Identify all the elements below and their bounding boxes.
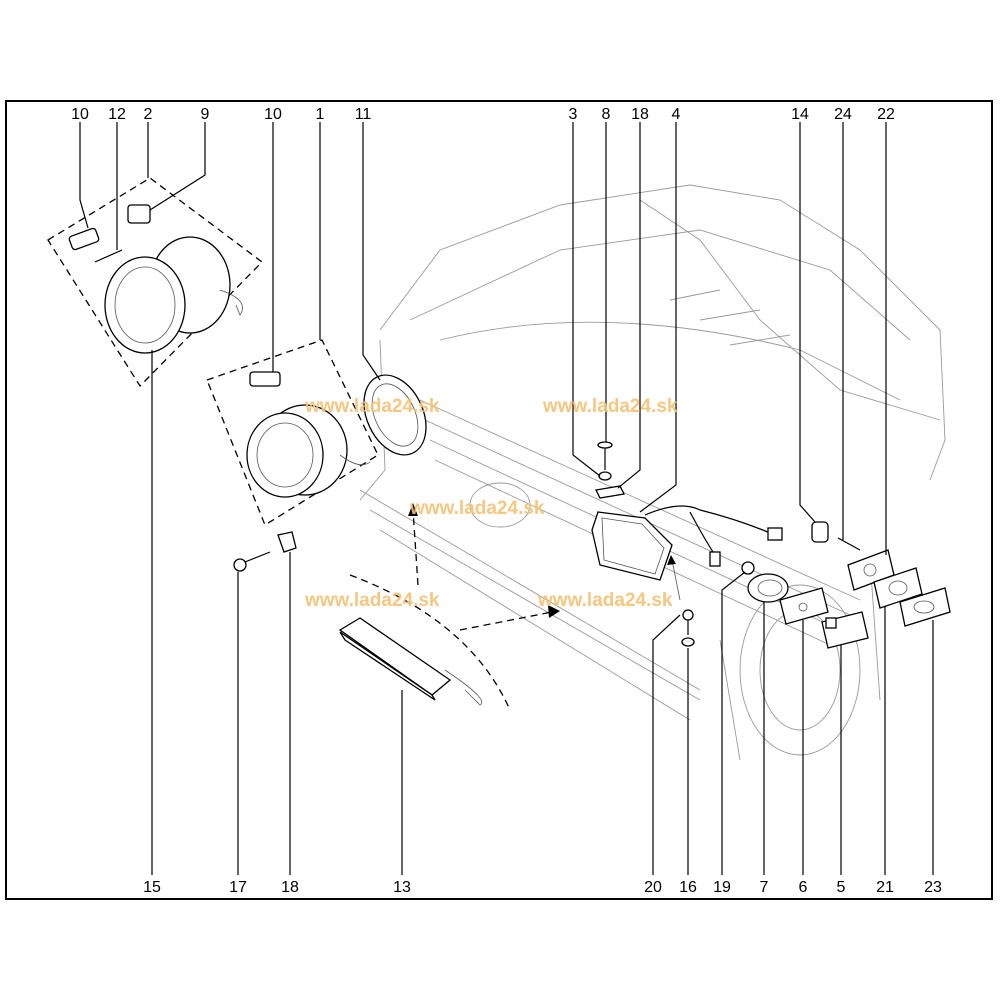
side-lamp-4 — [591, 505, 783, 581]
cover-23 — [899, 587, 951, 627]
leader-lines — [79, 122, 934, 875]
watermark: www.lada24.sk — [537, 590, 673, 611]
bolt-16 — [681, 609, 695, 647]
bolt-24 — [837, 537, 861, 551]
callout-label: 15 — [143, 879, 161, 896]
headlamp-15 — [104, 236, 243, 354]
callout-label: 12 — [108, 106, 126, 123]
housing-21 — [873, 567, 923, 609]
callout-label: 2 — [144, 106, 153, 123]
watermark: www.lada24.sk — [304, 590, 440, 611]
callout-label: 13 — [393, 879, 411, 896]
callout-label: 23 — [924, 879, 942, 896]
callout-label: 11 — [355, 106, 372, 123]
callout-label: 18 — [631, 106, 649, 123]
screw-17 — [233, 551, 271, 572]
callout-label: 24 — [834, 106, 852, 123]
bulb-9 — [127, 204, 151, 224]
assembly-arrows — [408, 503, 681, 631]
callout-label: 16 — [679, 879, 697, 896]
callout-label: 9 — [201, 106, 210, 123]
callout-label: 22 — [877, 106, 895, 123]
bulb-10-left — [68, 227, 100, 251]
callout-label: 6 — [799, 879, 808, 896]
callout-label: 4 — [672, 106, 681, 123]
callout-label: 14 — [791, 106, 809, 123]
callout-label: 20 — [644, 879, 662, 896]
callout-label: 1 — [316, 106, 325, 123]
fog-lamp-13 — [338, 574, 511, 711]
group-box-1 — [206, 339, 379, 526]
watermark: www.lada24.sk — [409, 498, 545, 519]
diagram-frame — [5, 100, 993, 900]
headlamp-1 — [246, 371, 371, 498]
callout-label: 21 — [876, 879, 894, 896]
spring-12 — [94, 249, 123, 263]
callout-label: 7 — [760, 879, 769, 896]
gasket-6 — [779, 587, 829, 625]
watermark: www.lada24.sk — [542, 396, 678, 417]
watermark: www.lada24.sk — [304, 396, 440, 417]
clip-18 — [277, 531, 297, 553]
clip-18-right — [595, 485, 625, 499]
bushing-14 — [811, 521, 829, 543]
lens-5 — [821, 611, 869, 649]
nut-19 — [741, 561, 755, 575]
washer-3 — [598, 471, 612, 481]
lamp-7 — [747, 573, 789, 603]
callout-label: 10 — [264, 106, 282, 123]
callout-label: 18 — [281, 879, 299, 896]
callout-label: 8 — [602, 106, 611, 123]
callout-label: 3 — [569, 106, 578, 123]
callout-label: 19 — [713, 879, 731, 896]
callout-label: 10 — [71, 106, 89, 123]
callout-label: 17 — [229, 879, 247, 896]
callout-label: 5 — [837, 879, 846, 896]
screw-8 — [597, 441, 613, 470]
